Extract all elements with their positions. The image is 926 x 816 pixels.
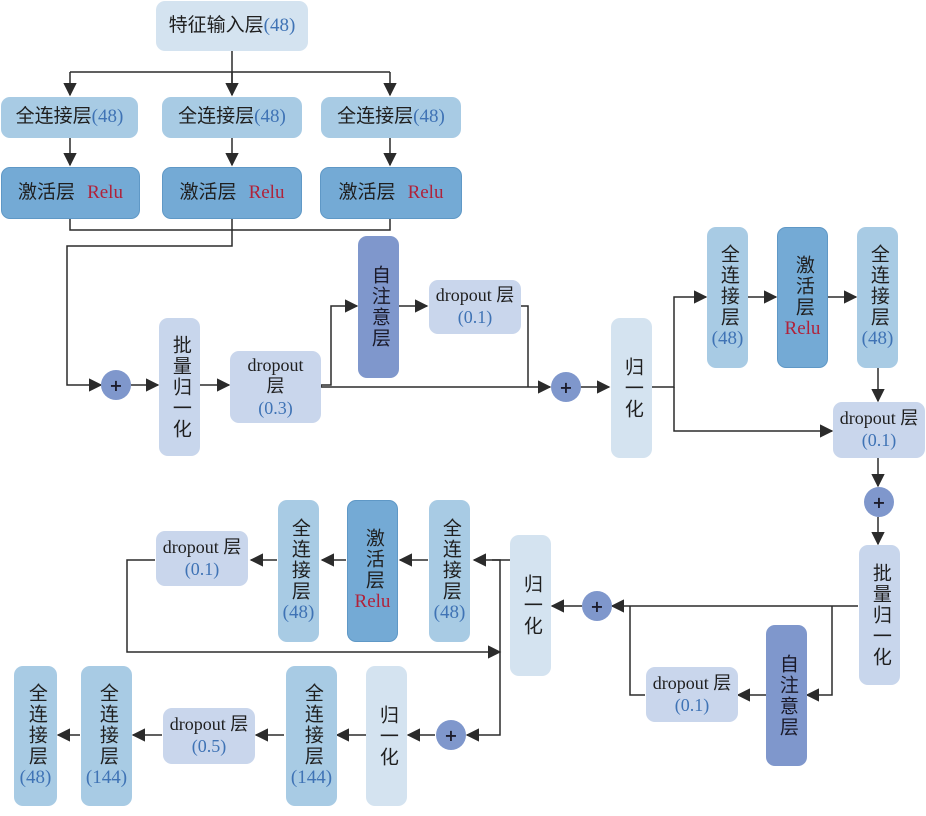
fc-middle-2: 全连接层 (48) bbox=[278, 500, 319, 642]
add-node-5: + bbox=[436, 720, 466, 750]
add-node-3: + bbox=[864, 487, 894, 517]
fc-right-1-label: 全连接层 bbox=[717, 244, 739, 329]
fc-bottom-2: 全连接层 (144) bbox=[81, 666, 132, 806]
fc-middle-2-size: (48) bbox=[282, 601, 315, 623]
self-attention-1-label: 自注意层 bbox=[368, 265, 390, 349]
self-attention-1: 自注意层 bbox=[358, 236, 399, 378]
batch-norm-2: 批量归一化 bbox=[859, 545, 900, 685]
dropout-0-1-c-label: dropout 层 bbox=[652, 672, 732, 693]
dropout-0-1-a: dropout 层 (0.1) bbox=[429, 280, 521, 334]
fc-branch-3-size: (48) bbox=[413, 106, 445, 128]
batch-norm-1-label: 批量归一化 bbox=[169, 334, 191, 440]
fc-bottom-1-size: (144) bbox=[290, 766, 333, 788]
feature-input-layer: 特征输入层(48) bbox=[156, 1, 308, 51]
dropout-0-3-label-2: 层 bbox=[266, 376, 285, 397]
layer-norm-1-label: 归一化 bbox=[621, 356, 643, 420]
fc-right-2-label: 全连接层 bbox=[867, 244, 889, 329]
layer-norm-3-label: 归一化 bbox=[376, 704, 398, 768]
dropout-0-3: dropout 层 (0.3) bbox=[230, 351, 321, 423]
dropout-0-3-label: dropout bbox=[247, 354, 304, 375]
add-node-3-symbol: + bbox=[872, 492, 886, 512]
fc-branch-1-label: 全连接层 bbox=[15, 106, 92, 128]
layer-norm-2-label: 归一化 bbox=[520, 574, 542, 637]
dropout-0-5-rate: (0.5) bbox=[191, 736, 227, 756]
dropout-0-5: dropout 层 (0.5) bbox=[163, 708, 255, 764]
layer-norm-1: 归一化 bbox=[611, 318, 652, 458]
activation-branch-1-label: 激活层 bbox=[18, 181, 76, 203]
activation-branch-3-label: 激活层 bbox=[338, 181, 396, 203]
add-node-1-symbol: + bbox=[109, 375, 123, 395]
fc-bottom-1: 全连接层 (144) bbox=[286, 666, 337, 806]
fc-output-size: (48) bbox=[19, 766, 52, 788]
add-node-4: + bbox=[582, 591, 612, 621]
self-attention-2-label: 自注意层 bbox=[776, 653, 798, 738]
activation-branch-1: 激活层 Relu bbox=[1, 167, 140, 219]
fc-branch-2-size: (48) bbox=[254, 106, 286, 128]
activation-right: 激活层 Relu bbox=[777, 227, 828, 368]
fc-middle-1: 全连接层 (48) bbox=[429, 500, 470, 642]
activation-middle: 激活层 Relu bbox=[347, 500, 398, 642]
dropout-0-1-d: dropout 层 (0.1) bbox=[156, 531, 248, 586]
activation-right-label: 激活层 bbox=[792, 254, 814, 318]
dropout-0-1-c: dropout 层 (0.1) bbox=[646, 667, 738, 722]
fc-branch-3-label: 全连接层 bbox=[337, 106, 414, 128]
layer-norm-2: 归一化 bbox=[510, 535, 551, 676]
add-node-4-symbol: + bbox=[590, 596, 604, 616]
dropout-0-5-label: dropout 层 bbox=[169, 714, 249, 735]
fc-output-label: 全连接层 bbox=[25, 682, 47, 767]
activation-branch-1-fn: Relu bbox=[87, 181, 123, 203]
dropout-0-1-b-rate: (0.1) bbox=[861, 430, 897, 450]
fc-branch-3: 全连接层(48) bbox=[321, 97, 461, 138]
add-node-2: + bbox=[551, 372, 581, 402]
dropout-0-1-d-rate: (0.1) bbox=[184, 558, 220, 579]
fc-right-2-size: (48) bbox=[861, 328, 894, 350]
input-size: (48) bbox=[263, 14, 296, 36]
dropout-0-1-a-rate: (0.1) bbox=[457, 307, 493, 327]
dropout-0-1-c-rate: (0.1) bbox=[674, 694, 710, 715]
fc-right-1-size: (48) bbox=[711, 328, 744, 350]
batch-norm-1: 批量归一化 bbox=[159, 318, 200, 456]
fc-middle-1-size: (48) bbox=[433, 601, 466, 623]
activation-right-fn: Relu bbox=[784, 317, 821, 339]
fc-right-2: 全连接层 (48) bbox=[857, 227, 898, 368]
fc-branch-2-label: 全连接层 bbox=[178, 106, 255, 128]
dropout-0-1-b: dropout 层 (0.1) bbox=[833, 402, 925, 458]
activation-middle-fn: Relu bbox=[354, 591, 391, 613]
batch-norm-2-label: 批量归一化 bbox=[869, 562, 891, 668]
activation-middle-label: 激活层 bbox=[362, 528, 384, 592]
fc-output: 全连接层 (48) bbox=[14, 666, 57, 806]
dropout-0-1-b-label: dropout 层 bbox=[839, 408, 919, 429]
fc-right-1: 全连接层 (48) bbox=[707, 227, 748, 368]
add-node-2-symbol: + bbox=[559, 377, 573, 397]
activation-branch-3-fn: Relu bbox=[407, 181, 444, 203]
fc-branch-1-size: (48) bbox=[91, 106, 124, 128]
dropout-0-3-rate: (0.3) bbox=[258, 397, 293, 418]
activation-branch-2-label: 激活层 bbox=[179, 181, 237, 203]
add-node-1: + bbox=[101, 370, 131, 400]
dropout-0-1-a-label: dropout 层 bbox=[435, 285, 515, 306]
add-node-5-symbol: + bbox=[444, 725, 458, 745]
input-label: 特征输入层 bbox=[168, 14, 264, 36]
fc-middle-1-label: 全连接层 bbox=[439, 517, 461, 602]
fc-middle-2-label: 全连接层 bbox=[288, 517, 310, 602]
layer-norm-3: 归一化 bbox=[366, 666, 407, 806]
fc-bottom-2-size: (144) bbox=[85, 766, 128, 788]
self-attention-2: 自注意层 bbox=[766, 625, 807, 766]
fc-branch-1: 全连接层(48) bbox=[1, 97, 138, 138]
dropout-0-1-d-label: dropout 层 bbox=[162, 536, 242, 557]
fc-bottom-2-label: 全连接层 bbox=[96, 682, 118, 767]
activation-branch-2-fn: Relu bbox=[248, 181, 285, 203]
fc-branch-2: 全连接层(48) bbox=[162, 97, 302, 138]
activation-branch-3: 激活层 Relu bbox=[320, 167, 462, 219]
activation-branch-2: 激活层 Relu bbox=[162, 167, 302, 219]
fc-bottom-1-label: 全连接层 bbox=[301, 682, 323, 767]
